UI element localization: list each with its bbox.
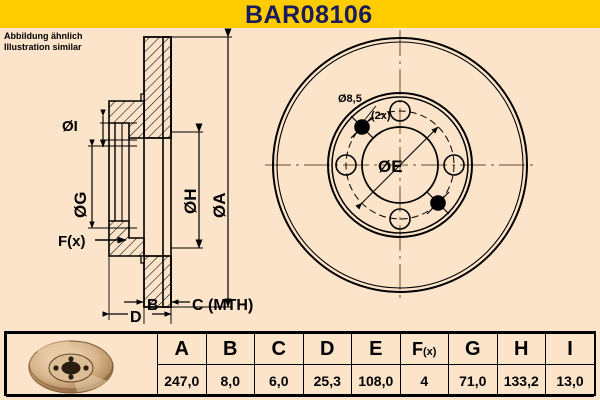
dim-dia-g: ØG [71, 139, 137, 229]
technical-drawing: ØI ØG F(x) ØH [58, 28, 535, 326]
thumb-bolt-hole [53, 364, 59, 371]
bolt-hole [389, 100, 411, 122]
col-header-b: B [205, 333, 255, 365]
col-header-fx: F(x) [399, 333, 449, 365]
value-a: 247,0 [157, 364, 207, 397]
illustration-similar-note: Abbildung ähnlich Illustration similar [4, 31, 83, 53]
label-dia-i: ØI [62, 118, 78, 135]
fx-main-label: F [412, 338, 424, 359]
col-header-c: C [254, 333, 304, 365]
label-hole-count: (2x) [371, 110, 391, 122]
label-dia-e: ØE [378, 157, 403, 176]
col-header-i: I [545, 333, 594, 365]
label-dia-h: ØH [181, 189, 200, 215]
value-c: 6,0 [254, 364, 304, 397]
dim-c-mth: C (MTH) [171, 297, 253, 314]
label-dia-a: ØA [210, 193, 229, 219]
title-banner: BAR08106 [0, 0, 600, 29]
small-hole [350, 115, 374, 139]
rotor-cross-section [108, 36, 172, 308]
disc-thumbnail-cell [6, 333, 158, 397]
value-b: 8,0 [205, 364, 255, 397]
table-value-row: 247,0 8,0 6,0 25,3 108,0 4 71,0 133,2 13… [7, 364, 594, 397]
label-c-mth: C (MTH) [192, 297, 253, 314]
thumb-bolt-hole [68, 373, 74, 380]
note-line-de: Abbildung ähnlich [4, 31, 83, 41]
thumb-bolt-hole [83, 364, 89, 371]
hub-notch-top [140, 93, 145, 102]
dim-dia-h: ØH [171, 123, 203, 249]
dim-dia-i: ØI [62, 109, 137, 148]
value-h: 133,2 [496, 364, 546, 397]
front-view: Ø8,5 (2x) ØE [265, 30, 535, 300]
value-fx: 4 [399, 364, 449, 397]
thumb-center-bore [61, 361, 81, 374]
hub-lower-flange [108, 220, 145, 257]
hub-upper-flange [108, 100, 145, 139]
thumb-disc-rim [28, 362, 114, 393]
hole-leader-line [361, 105, 377, 124]
small-hole [426, 191, 450, 215]
dim-fx: F(x) [58, 233, 127, 250]
label-d: D [130, 309, 142, 326]
bolt-circle-dimension-arrow [355, 126, 439, 210]
label-dia-g: ØG [71, 192, 90, 218]
label-fx: F(x) [58, 233, 86, 250]
brake-disc-thumbnail [28, 340, 114, 393]
col-header-a: A [157, 333, 207, 365]
dim-dia-a: ØA [171, 28, 232, 308]
dim-d: D [102, 256, 172, 326]
cross-section-view: ØI ØG F(x) ØH [58, 28, 253, 326]
specification-table: A B C D E F(x) G H I 247,0 8,0 6,0 25,3 … [4, 331, 596, 397]
hub-flange-inner-circle [331, 96, 469, 234]
disc-outer-circle [272, 37, 528, 293]
rotor-upper-slab [143, 36, 172, 139]
table-header-row: A B C D E F(x) G H I [6, 333, 594, 397]
hub-notch-bottom [140, 255, 145, 264]
col-header-e: E [351, 333, 401, 365]
part-number-title: BAR08106 [245, 1, 373, 29]
disc-inner-edge-circle [276, 41, 524, 289]
thumb-bolt-hole [68, 355, 74, 362]
bolt-circle [345, 110, 455, 220]
fx-sub-label: (x) [423, 345, 437, 358]
hub-flange-outer-circle [327, 92, 473, 238]
col-header-g: G [448, 333, 498, 365]
value-e: 108,0 [351, 364, 401, 397]
value-d: 25,3 [302, 364, 352, 397]
value-i: 13,0 [545, 364, 594, 397]
label-hole-diameter: Ø8,5 [338, 93, 362, 105]
bolt-hole [443, 154, 465, 176]
note-line-en: Illustration similar [4, 42, 82, 52]
col-header-h: H [496, 333, 546, 365]
label-b: B [147, 297, 159, 314]
col-header-d: D [302, 333, 352, 365]
value-g: 71,0 [448, 364, 498, 397]
